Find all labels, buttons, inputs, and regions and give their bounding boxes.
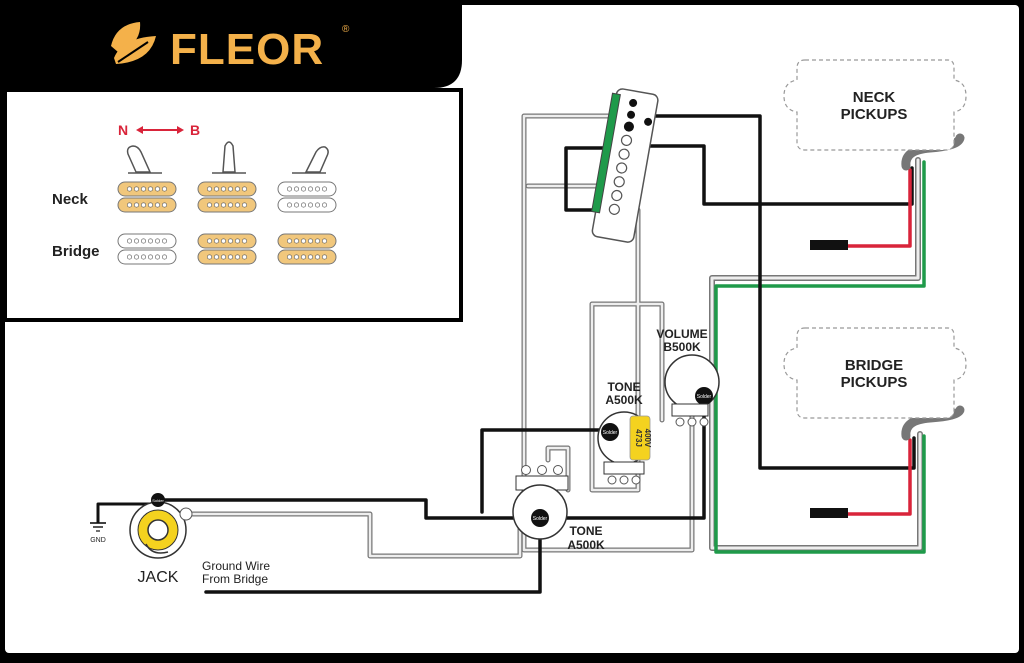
legend-row-neck: Neck — [52, 191, 89, 208]
toggle-position-neck-icon — [126, 145, 162, 174]
bridge-pickup: BRIDGE PICKUPS — [783, 327, 967, 419]
jack-solder: Solder — [152, 498, 164, 503]
legend-humbucker-neck-2 — [197, 181, 257, 213]
bridge-pickup-label-1: BRIDGE — [845, 357, 903, 374]
tone-upper-label-2: A500K — [605, 393, 643, 407]
tone-lower-solder: Solder — [533, 516, 548, 522]
legend-row-bridge: Bridge — [52, 243, 100, 260]
volume-pot-label-2: B500K — [663, 340, 701, 354]
tone-pot-lower: Solder TONE A500K — [512, 465, 605, 552]
gnd-label: GND — [90, 537, 106, 544]
red-wires — [846, 168, 912, 516]
legend-humbucker-neck-3 — [277, 181, 337, 213]
ground-symbol-icon — [90, 522, 106, 532]
volume-pot: VOLUME B500K Solder — [656, 327, 720, 427]
tone-upper-label-1: TONE — [607, 380, 640, 394]
tone-lower-label-1: TONE — [569, 524, 602, 538]
neck-pickup: NECK PICKUPS — [783, 59, 967, 151]
volume-pot-solder: Solder — [697, 394, 712, 400]
direction-neck-label: N — [118, 122, 128, 138]
toggle-position-middle-icon — [212, 141, 246, 174]
bridge-wire-tip — [810, 508, 848, 518]
jack-label: JACK — [138, 569, 179, 586]
direction-arrow-icon — [136, 126, 184, 134]
neck-pickup-label-2: PICKUPS — [841, 106, 908, 123]
brand-logo: FLEOR ® — [111, 22, 350, 74]
legend-humbucker-bridge-2 — [197, 233, 257, 265]
ground-wire-label-2: From Bridge — [202, 572, 268, 586]
neck-pickup-label-1: NECK — [853, 89, 896, 106]
green-wires — [714, 160, 926, 554]
direction-bridge-label: B — [190, 122, 200, 138]
ground-wire-label-1: Ground Wire — [202, 559, 270, 573]
capacitor-value: 473J — [634, 429, 643, 447]
pickup-selector-switch — [591, 88, 659, 243]
leaf-icon — [111, 22, 156, 64]
tone-upper-solder: Solder — [603, 430, 618, 436]
legend-humbucker-bridge-1 — [117, 233, 177, 265]
registered-mark: ® — [342, 24, 350, 35]
capacitor-voltage: 400V — [643, 429, 652, 448]
neck-wire-tip — [810, 240, 848, 250]
tone-lower-label-2: A500K — [567, 538, 605, 552]
volume-pot-label-1: VOLUME — [656, 327, 707, 341]
switch-legend: N B Neck Bridge — [3, 88, 463, 322]
capacitor: 473J 400V — [629, 415, 652, 461]
black-wires — [96, 114, 916, 594]
legend-humbucker-bridge-3 — [277, 233, 337, 265]
legend-pickup-grid — [117, 181, 337, 265]
header-band — [0, 0, 462, 88]
brand-name: FLEOR — [170, 25, 324, 74]
toggle-position-bridge-icon — [292, 146, 329, 174]
output-jack: Solder JACK — [129, 493, 193, 586]
bridge-pickup-label-2: PICKUPS — [841, 374, 908, 391]
legend-humbucker-neck-1 — [117, 181, 177, 213]
